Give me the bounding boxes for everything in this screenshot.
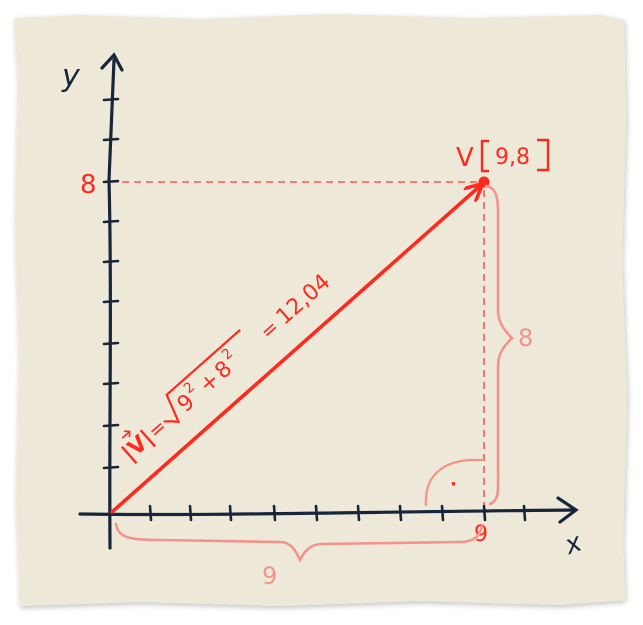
vector-endpoint (478, 176, 490, 188)
horizontal-brace (114, 522, 484, 563)
y-axis (107, 58, 116, 550)
vector-arrow (110, 186, 480, 514)
vector-point-label: V 9,8 (456, 138, 550, 173)
x-tick (228, 504, 233, 522)
y-tick (102, 219, 120, 224)
x-tick (522, 504, 527, 522)
y-tick (102, 179, 120, 184)
x-axis-arrowhead (556, 496, 579, 524)
y-tick (102, 341, 120, 346)
axes (78, 52, 579, 550)
sqrt-radical (163, 329, 241, 423)
y-axis-arrowhead (100, 52, 124, 72)
y-tick (102, 97, 120, 102)
right-angle-dot: · (450, 474, 457, 495)
horizontal-brace-label: 9 (262, 562, 277, 590)
y-tick (102, 381, 120, 386)
x-axis-ticks (148, 504, 527, 522)
y-tick (102, 423, 120, 428)
vector-coords: 9,8 (495, 145, 530, 170)
vector-arrow-accent (121, 430, 131, 439)
bracket-left (480, 139, 489, 173)
x-tick-label-9: 9 (474, 522, 488, 547)
y-axis-ticks (102, 97, 120, 470)
bracket-right (537, 138, 550, 172)
x-tick (482, 504, 487, 522)
paper-sheet (14, 14, 627, 606)
vertical-brace (484, 184, 514, 506)
x-tick (356, 504, 361, 522)
y-axis-label: y (61, 59, 81, 94)
y-tick-label-8: 8 (80, 170, 97, 200)
x-tick (398, 504, 403, 522)
x-tick (188, 504, 193, 522)
x-axis (78, 508, 576, 517)
y-tick (102, 137, 120, 142)
x-tick (272, 504, 277, 522)
x-tick (440, 504, 445, 522)
vertical-brace-label: 8 (518, 324, 533, 352)
x-tick (148, 504, 153, 522)
vector-name: V (456, 143, 474, 173)
x-tick (314, 504, 319, 522)
y-tick (102, 299, 120, 304)
right-angle-arc (424, 458, 484, 507)
y-tick (102, 259, 120, 264)
y-tick (102, 465, 120, 470)
